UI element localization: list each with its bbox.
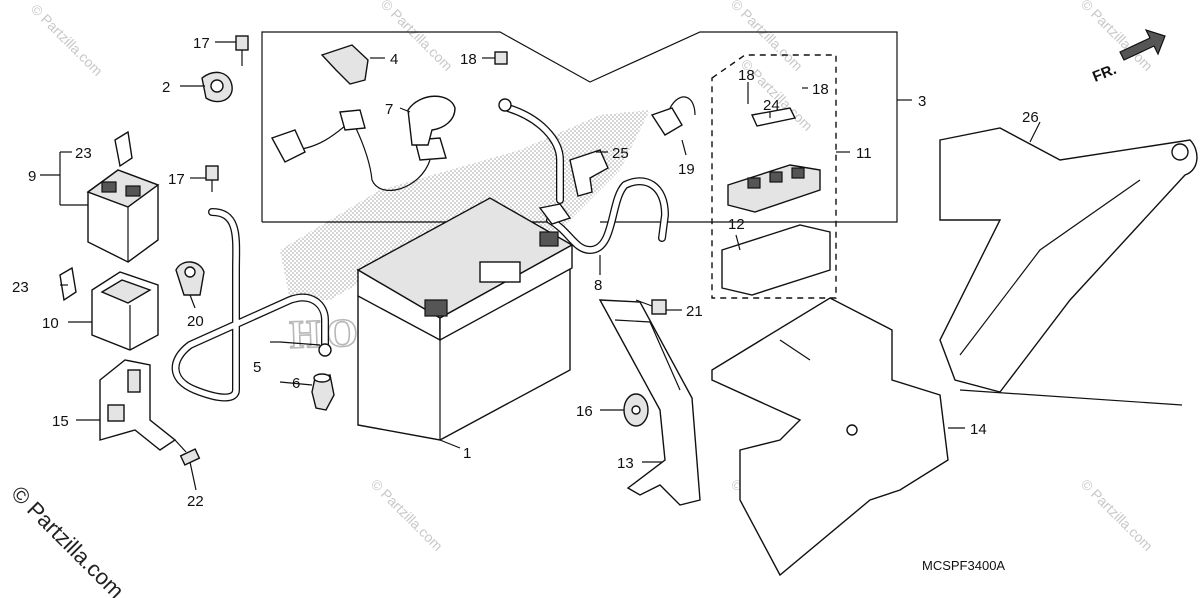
callout-17: 17 — [168, 171, 185, 188]
callout-2: 2 — [162, 79, 170, 96]
callout-3: 3 — [918, 93, 926, 110]
bolt — [635, 299, 667, 315]
cable-clip — [175, 261, 205, 296]
bolt — [494, 51, 508, 65]
fuse-box — [727, 164, 821, 213]
positive-cable — [538, 177, 670, 255]
bolt — [235, 35, 249, 66]
relay-rubber-case — [91, 271, 159, 351]
callout-18: 18 — [812, 81, 829, 98]
callout-5: 5 — [253, 359, 261, 376]
diagram-code: MCSPF3400A — [922, 558, 1005, 573]
connector — [650, 96, 696, 136]
callout-labels: 1 2 3 4 5 6 7 8 9 10 11 12 13 14 15 16 1… — [12, 35, 1039, 510]
assembly-boundary — [261, 31, 898, 223]
callout-25: 25 — [612, 145, 629, 162]
terminal-cap — [311, 373, 335, 411]
watermark-tile: © Partzilla.com — [28, 1, 106, 79]
callout-15: 15 — [52, 413, 69, 430]
callout-4: 4 — [390, 51, 398, 68]
callout-24: 24 — [763, 97, 780, 114]
grommet — [623, 393, 649, 427]
fuse — [59, 266, 77, 302]
ground-cable — [498, 98, 564, 204]
fuse — [114, 130, 133, 168]
callout-21: 21 — [686, 303, 703, 320]
battery — [356, 197, 574, 441]
battery-bracket — [598, 299, 701, 506]
terminal-cover — [320, 44, 369, 85]
callout-8: 8 — [594, 277, 602, 294]
fuse-clip — [750, 107, 797, 127]
callout-1: 1 — [463, 445, 471, 462]
dashed-subassembly-box — [711, 54, 837, 299]
watermark-corner: © Partzilla.com — [6, 481, 129, 598]
callout-26: 26 — [1022, 109, 1039, 126]
watermark-tile: © Partzilla.com — [728, 0, 806, 74]
direction-label: FR. — [1090, 61, 1119, 86]
battery-case — [711, 297, 949, 577]
harness-clamp — [201, 71, 233, 103]
terminal-cover — [407, 95, 456, 146]
callout-17: 17 — [193, 35, 210, 52]
callout-9: 9 — [28, 168, 36, 185]
callout-7: 7 — [385, 101, 393, 118]
side-cover — [939, 127, 1198, 406]
leader-lines — [40, 41, 1041, 491]
callout-23: 23 — [12, 279, 29, 296]
callout-18: 18 — [738, 67, 755, 84]
callout-20: 20 — [187, 313, 204, 330]
callout-6: 6 — [292, 375, 300, 392]
watermark-tile: © Partzilla.com — [1078, 476, 1156, 554]
starter-relay — [86, 169, 160, 263]
callout-23: 23 — [75, 145, 92, 162]
cable-holder — [569, 149, 609, 197]
callout-22: 22 — [187, 493, 204, 510]
callout-11: 11 — [856, 145, 872, 162]
fuse-box-cover — [721, 224, 831, 296]
bolt — [174, 439, 201, 466]
battery-cable — [171, 208, 332, 402]
callout-12: 12 — [728, 216, 745, 233]
watermark-tile: © Partzilla.com — [1078, 0, 1156, 74]
callout-14: 14 — [970, 421, 987, 438]
relay-bracket — [99, 359, 177, 451]
callout-19: 19 — [678, 161, 695, 178]
bolt — [205, 165, 219, 192]
callout-16: 16 — [576, 403, 593, 420]
watermark-tile: © Partzilla.com — [368, 476, 446, 554]
callout-18: 18 — [460, 51, 477, 68]
callout-10: 10 — [42, 315, 59, 332]
callout-13: 13 — [617, 455, 634, 472]
